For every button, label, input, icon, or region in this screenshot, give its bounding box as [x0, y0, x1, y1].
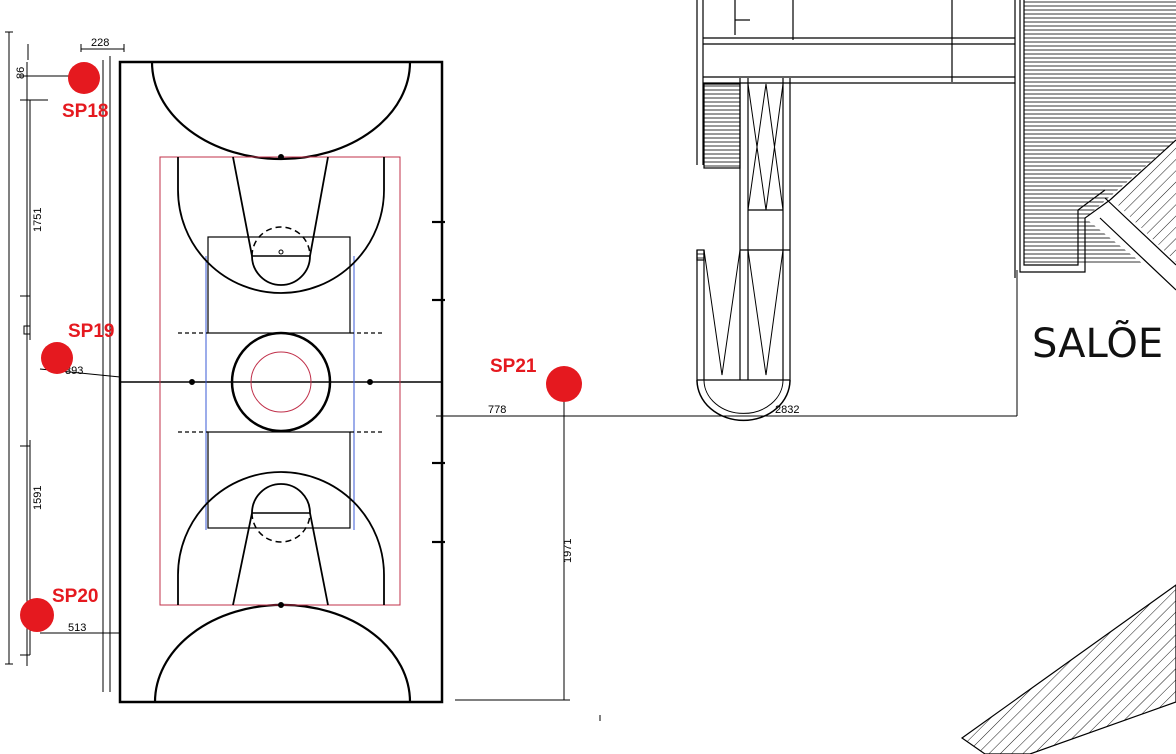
dimension-1591: 1591	[32, 486, 44, 510]
dimension-1751: 1751	[32, 208, 44, 232]
dimension-2832: 2832	[775, 404, 799, 416]
right-building	[1014, 0, 1176, 291]
marker-sp21-dot[interactable]	[546, 366, 582, 402]
marker-sp18[interactable]: SP18	[62, 62, 108, 122]
marker-sp20-label: SP20	[52, 586, 98, 607]
dimension-86: 86	[15, 67, 27, 79]
left-dimension-chain	[5, 31, 48, 666]
dimension-1971: 1971	[562, 539, 574, 563]
marker-sp19[interactable]: SP19	[41, 321, 114, 374]
marker-sp20-dot[interactable]	[20, 598, 54, 632]
marker-sp18-label: SP18	[62, 101, 108, 122]
court-outer-guide-lines	[30, 44, 125, 692]
marker-sp20[interactable]: SP20	[20, 586, 98, 632]
basketball-court	[118, 60, 445, 704]
dimension-228: 228	[91, 37, 109, 49]
dimension-393: 393	[65, 365, 83, 377]
marker-sp19-dot[interactable]	[41, 342, 73, 374]
diagonal-wall	[960, 584, 1176, 754]
right-dimension-lines	[436, 270, 1018, 721]
marker-sp19-label: SP19	[68, 321, 114, 342]
marker-sp21-label: SP21	[490, 356, 537, 377]
marker-sp21[interactable]: SP21	[490, 356, 582, 402]
marker-sp18-dot[interactable]	[68, 62, 100, 94]
room-label: SALÕE	[1032, 319, 1163, 367]
dimension-513: 513	[68, 622, 86, 634]
stair-structure	[696, 0, 1015, 422]
dimension-778: 778	[488, 404, 506, 416]
